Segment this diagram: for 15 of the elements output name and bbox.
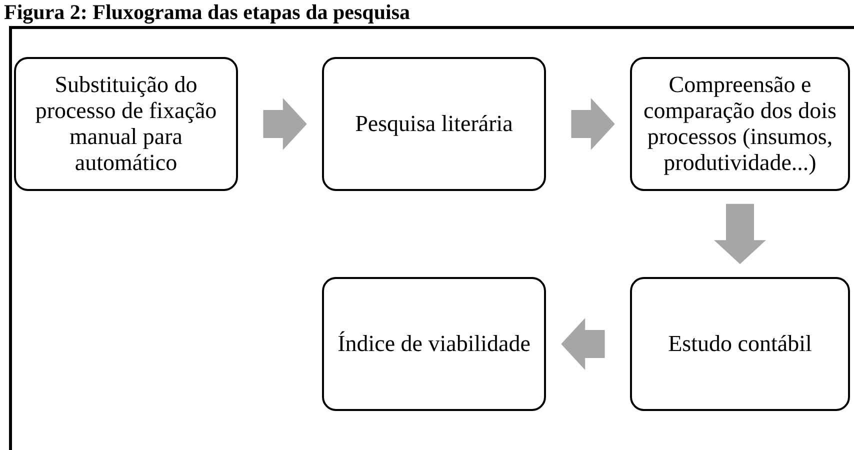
block-arrow (714, 204, 766, 264)
figure-title: Figura 2: Fluxograma das etapas da pesquisa (4, 0, 410, 24)
process-box (322, 57, 546, 191)
process-box (14, 57, 238, 191)
process-box (630, 57, 850, 191)
step-text: Compreensão e comparação dos dois processos (insumos, produtividade...) (642, 72, 838, 176)
step-text: Substituição do processo de fixação manual para automático (34, 72, 218, 176)
block-arrow (561, 318, 605, 370)
process-box (630, 277, 850, 411)
block-arrow (571, 98, 615, 150)
process-box (322, 277, 546, 411)
block-arrow (263, 98, 307, 150)
step-text: Pesquisa literária (355, 111, 513, 137)
step-text: Índice de viabilidade (338, 331, 530, 357)
step-text: Estudo contábil (668, 331, 812, 357)
